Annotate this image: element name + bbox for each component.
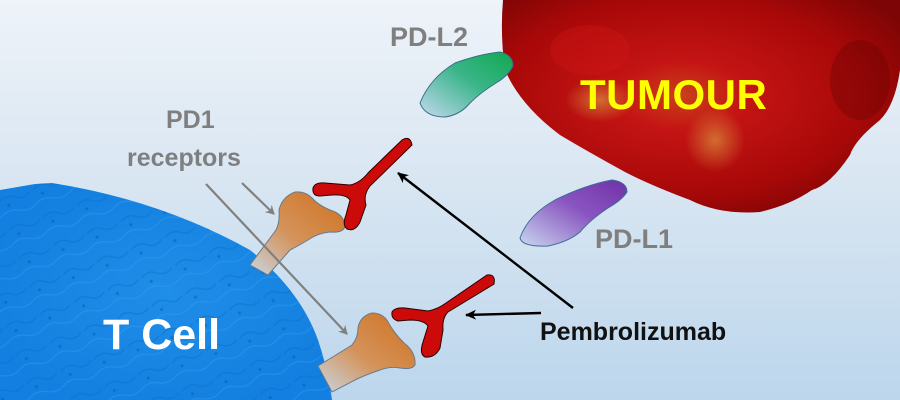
t-cell-shape	[0, 183, 332, 400]
pembrolizumab-arrow-upper	[397, 172, 574, 309]
receptors-label: receptors	[127, 144, 241, 172]
pd-l2-label: PD-L2	[390, 22, 469, 52]
tumour-shape	[501, 0, 900, 213]
pembrolizumab-arrow-lower	[465, 309, 542, 320]
pembrolizumab-antibody-shape	[312, 137, 413, 231]
t-cell-label: T Cell	[103, 311, 221, 359]
pd-l1-label: PD-L1	[595, 224, 674, 254]
pd1-label: PD1	[166, 106, 215, 134]
pd-l1-shape	[519, 179, 628, 247]
pembrolizumab-label: Pembrolizumab	[540, 318, 727, 346]
pd1-receptor-shape	[317, 312, 416, 393]
pd-l2-shape	[419, 51, 514, 118]
pembrolizumab-antibody-shape	[391, 274, 495, 358]
pd1-receptor-shape	[249, 191, 346, 276]
pd1-arrow-upper	[241, 182, 275, 215]
pd1-arrow-lower	[205, 183, 348, 335]
tumour-label: TUMOUR	[580, 71, 768, 118]
